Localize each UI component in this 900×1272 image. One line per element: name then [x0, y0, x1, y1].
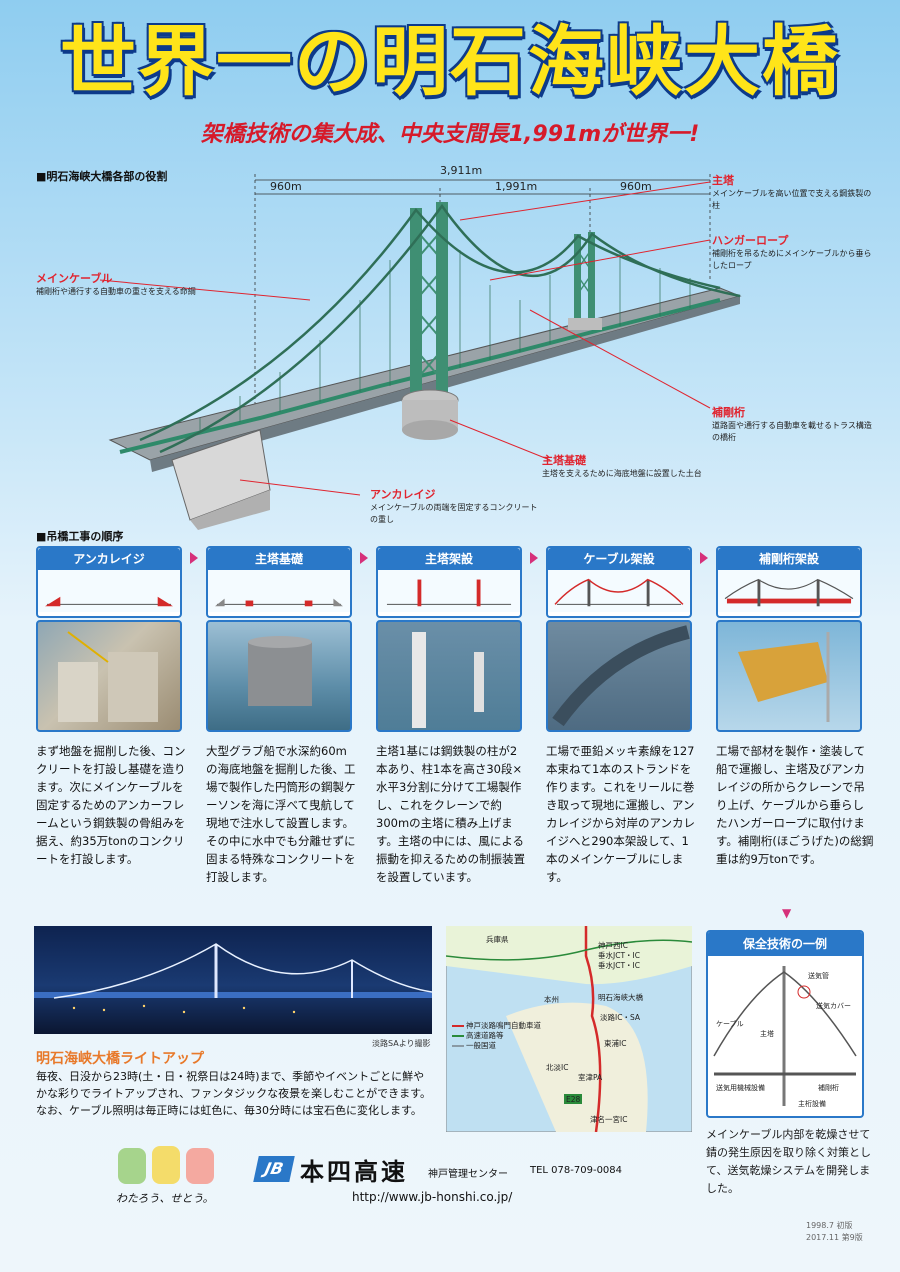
- maint-label: 送気用機械設備: [716, 1083, 765, 1092]
- page-title: 世界一の明石海峡大橋: [60, 17, 840, 106]
- lightup-photo: [34, 926, 433, 1034]
- website-link[interactable]: http://www.jb-honshi.co.jp/: [352, 1190, 513, 1204]
- step-arrow-icon: [700, 552, 708, 564]
- callout-title: メインケーブル: [36, 272, 113, 285]
- map-label: 垂水JCT・IC: [598, 950, 640, 960]
- step-desc: 大型グラブ船で水深約60mの海底地盤を掘削した後、工場で製作した円筒形の鋼製ケー…: [206, 744, 356, 884]
- map-label: 垂水JCT・IC: [598, 960, 640, 970]
- lightup-desc: 毎夜、日没から23時(土・日・祝祭日は24時)まで、季節やイベントごとに鮮やかな…: [36, 1070, 432, 1117]
- jb-logo: JB: [253, 1156, 295, 1182]
- map-label: 北淡IC: [546, 1063, 568, 1072]
- step-photo-anchorage: [36, 620, 182, 732]
- mascot-illustration: [118, 1146, 214, 1184]
- print-date-first: 1998.7 初版: [806, 1221, 853, 1230]
- step-arrow-icon: [360, 552, 368, 564]
- callout-title: アンカレイジ: [370, 488, 436, 501]
- maint-label: ケーブル: [716, 1019, 744, 1028]
- step-arrow-icon: [190, 552, 198, 564]
- map-legend: 神戸淡路鳴門自動車道: [466, 1020, 541, 1030]
- callout-hanger-rope: ハンガーロープ 補剛桁を吊るためにメインケーブルから垂らしたロープ: [712, 232, 872, 272]
- callout-desc: 道路面や通行する自動車を載せるトラス構造の橋桁: [712, 421, 872, 442]
- mascot-caption: わたろう、せとう。: [116, 1192, 214, 1205]
- step-desc: まず地盤を掘削した後、コンクリートを打設し基礎を造ります。次にメインケーブルを固…: [36, 744, 186, 866]
- callout-main-tower: 主塔 メインケーブルを高い位置で支える鋼鉄製の柱: [712, 172, 872, 212]
- map-label: 兵庫県: [486, 934, 509, 944]
- office-tel: TEL 078-709-0084: [530, 1165, 623, 1176]
- callout-desc: メインケーブルを高い位置で支える鋼鉄製の柱: [712, 189, 872, 210]
- photo-credit: 淡路SAより撮影: [372, 1039, 431, 1048]
- step-label: アンカレイジ: [38, 548, 180, 570]
- step-card-tower-foundation: 主塔基礎: [206, 546, 352, 618]
- span-right-label: 960m: [620, 180, 652, 193]
- map-label: 室津PA: [578, 1072, 603, 1082]
- step-desc: 工場で亜鉛メッキ素線を127本束ねて1本のストランドを作ります。これをリールに巻…: [546, 744, 696, 884]
- callout-desc: 補剛桁を吊るためにメインケーブルから垂らしたロープ: [712, 249, 872, 270]
- callout-tower-foundation: 主塔基礎 主塔を支えるために海底地盤に設置した土台: [542, 452, 702, 480]
- step-label: 主塔架設: [378, 548, 520, 570]
- step-photo-girder: [716, 620, 862, 732]
- callout-main-cable: メインケーブル 補剛桁や通行する自動車の重さを支える命綱: [36, 270, 196, 298]
- bridge-illustration: 960m 3,911m 1,991m 960m: [99, 164, 742, 530]
- step-card-cable: ケーブル架設: [546, 546, 692, 618]
- print-date-current: 2017.11 第9版: [806, 1233, 863, 1242]
- total-length-label: 3,911m: [440, 164, 482, 177]
- step-card-girder: 補剛桁架設: [716, 546, 862, 618]
- bridge-section-heading: ■明石海峡大橋各部の役割: [36, 170, 168, 183]
- map-label: 神戸西IC: [598, 940, 628, 950]
- step-label: 補剛桁架設: [718, 548, 860, 570]
- step-desc: 工場で部材を製作・塗装して船で運搬し、主塔及びアンカレイジの所からクレーンで吊り…: [716, 744, 874, 866]
- construction-section-heading: ■吊橋工事の順序: [36, 530, 124, 543]
- callout-title: ハンガーロープ: [712, 234, 789, 247]
- map-legend: 高速道路等: [466, 1030, 504, 1040]
- company-name: 本四高速: [300, 1158, 408, 1186]
- map-label: 本州: [544, 994, 559, 1004]
- map-legend: 一般国道: [466, 1040, 496, 1050]
- center-span-label: 1,991m: [495, 180, 537, 193]
- step-card-anchorage: アンカレイジ: [36, 546, 182, 618]
- lightup-title: 明石海峡大橋ライトアップ: [36, 1051, 204, 1067]
- down-arrow-icon: ▼: [782, 906, 792, 920]
- step-diagram: [208, 570, 350, 612]
- map-label: 津名一宮IC: [590, 1114, 627, 1124]
- map-label: 明石海峡大橋: [598, 992, 643, 1002]
- office-name: 神戸管理センター: [428, 1169, 508, 1180]
- callout-desc: 主塔を支えるために海底地盤に設置した土台: [542, 469, 702, 478]
- maintenance-diagram: ケーブル 主塔 送気管 送気カバー 送気用機械設備 補剛桁 主桁設備: [713, 966, 857, 1108]
- step-diagram: [548, 570, 690, 612]
- maintenance-box: 保全技術の一例 ケーブル 主塔 送気管 送気カバー 送気用機械設備 補剛桁 主桁…: [706, 930, 864, 1118]
- step-diagram: [378, 570, 520, 612]
- step-photo-tower-foundation: [206, 620, 352, 732]
- step-card-tower-erection: 主塔架設: [376, 546, 522, 618]
- page-subtitle: 架橋技術の集大成、中央支間長1,991mが世界一!: [200, 122, 700, 147]
- maint-label: 補剛桁: [818, 1083, 839, 1092]
- span-left-label: 960m: [270, 180, 302, 193]
- callout-title: 補剛桁: [712, 406, 745, 419]
- maint-label: 送気カバー: [816, 1001, 851, 1010]
- step-label: ケーブル架設: [548, 548, 690, 570]
- map-label: 淡路IC・SA: [600, 1012, 641, 1022]
- callout-title: 主塔基礎: [542, 454, 586, 467]
- maintenance-desc: メインケーブル内部を乾燥させて錆の発生原因を取り除く対策として、送気乾燥システム…: [706, 1128, 871, 1195]
- callout-desc: メインケーブルの両端を固定するコンクリートの重し: [370, 503, 538, 524]
- step-photo-cable: [546, 620, 692, 732]
- step-label: 主塔基礎: [208, 548, 350, 570]
- step-arrow-icon: [530, 552, 538, 564]
- maintenance-title: 保全技術の一例: [708, 932, 862, 956]
- callout-stiffening-girder: 補剛桁 道路面や通行する自動車を載せるトラス構造の橋桁: [712, 404, 872, 444]
- callout-title: 主塔: [712, 174, 734, 187]
- step-diagram: [38, 570, 180, 612]
- callout-desc: 補剛桁や通行する自動車の重さを支える命綱: [36, 287, 196, 296]
- area-map: 兵庫県 本州 明石海峡大橋 神戸西IC 垂水JCT・IC 垂水JCT・IC 淡路…: [446, 926, 692, 1132]
- maint-label: 送気管: [808, 971, 829, 980]
- map-label: E28: [566, 1095, 581, 1104]
- map-label: 東浦IC: [604, 1038, 626, 1048]
- maint-label: 主桁設備: [798, 1099, 826, 1108]
- step-diagram: [718, 570, 860, 612]
- maint-label: 主塔: [760, 1029, 774, 1038]
- step-desc: 主塔1基には鋼鉄製の柱が2本あり、柱1本を高さ30段×水平3分割に分けて工場製作…: [376, 744, 526, 884]
- step-photo-tower-erection: [376, 620, 522, 732]
- callout-anchorage: アンカレイジ メインケーブルの両端を固定するコンクリートの重し: [370, 486, 540, 526]
